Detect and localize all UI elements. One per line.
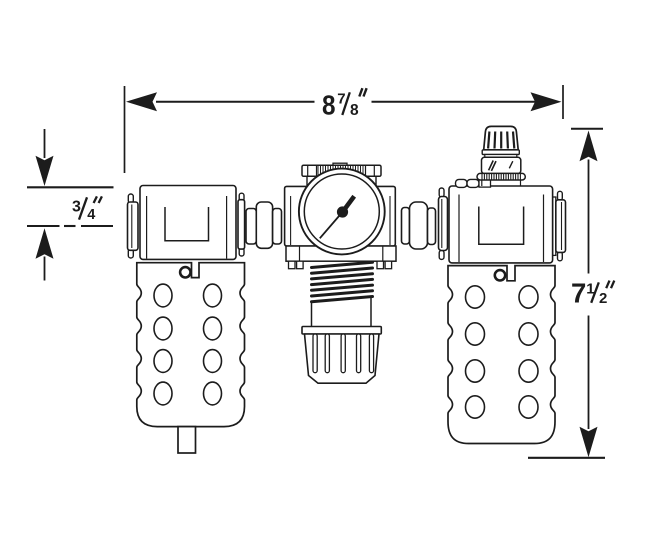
svg-text:3: 3 (72, 198, 81, 215)
svg-text:8: 8 (350, 102, 359, 119)
svg-text:7: 7 (337, 91, 345, 108)
svg-text:8: 8 (322, 89, 336, 120)
svg-text:1: 1 (586, 281, 594, 298)
svg-text:4: 4 (87, 207, 95, 223)
svg-text:2: 2 (599, 290, 607, 307)
svg-text:7: 7 (571, 278, 586, 309)
